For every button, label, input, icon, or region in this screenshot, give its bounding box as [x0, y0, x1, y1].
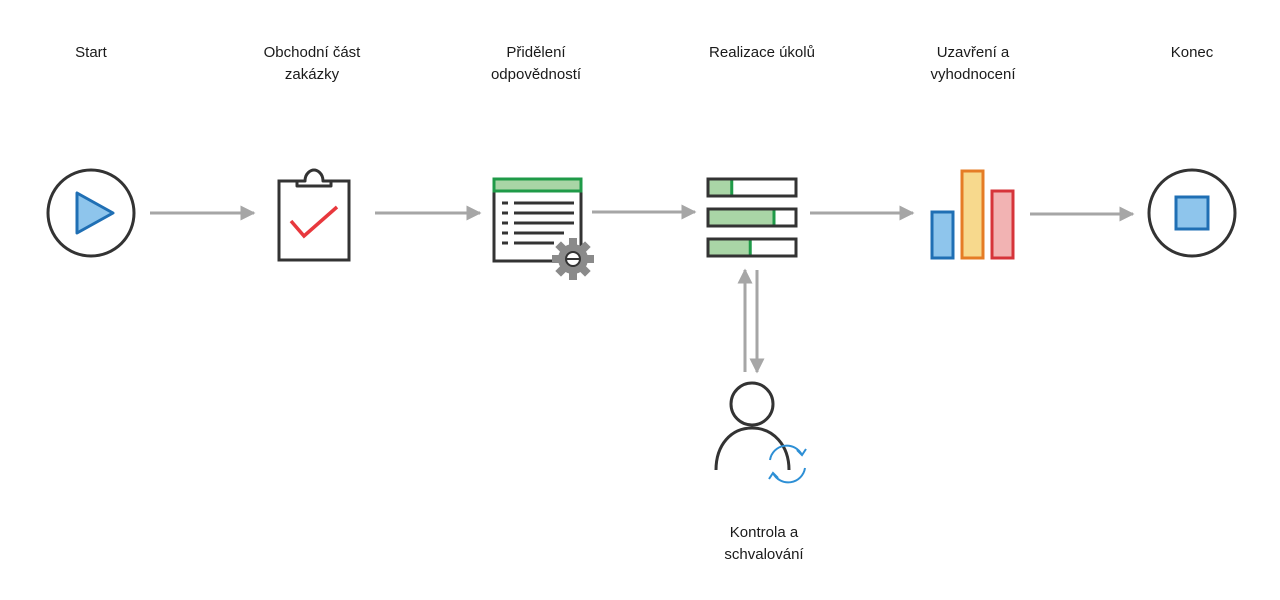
play-circle-icon	[46, 168, 136, 258]
task-progress-bar	[706, 177, 798, 198]
gear-icon	[552, 238, 594, 280]
sync-icon	[768, 444, 807, 484]
chart-bar-red	[990, 189, 1015, 260]
task-progress-bars-icon	[706, 177, 798, 258]
bar-chart-icon	[930, 169, 1015, 260]
stop-circle-icon	[1147, 168, 1237, 258]
chart-bar-blue	[930, 210, 955, 260]
task-progress-fill	[708, 239, 751, 256]
user-shoulders	[714, 426, 791, 471]
user-head	[729, 381, 775, 427]
step-label-execution: Realizace úkolů	[709, 44, 815, 61]
step-label-closing: Uzavření a vyhodnocení	[930, 44, 1016, 83]
clipboard-check-icon	[277, 168, 351, 262]
chart-bar-orange	[960, 169, 985, 260]
step-label-start: Start	[75, 44, 107, 61]
spreadsheet-gear-icon	[492, 177, 594, 280]
user-refresh-icon	[714, 381, 807, 484]
step-label-sales: Obchodní část zakázky	[263, 44, 361, 83]
step-label-end: Konec	[1170, 44, 1214, 61]
task-progress-fill	[708, 209, 774, 226]
task-progress-bar	[706, 207, 798, 228]
connectors	[150, 204, 1135, 374]
review-label: Kontrola a schvalování	[724, 524, 804, 563]
task-progress-bar	[706, 237, 798, 258]
task-progress-fill	[708, 179, 732, 196]
step-label-assignment: Přidělení odpovědností	[490, 44, 582, 83]
